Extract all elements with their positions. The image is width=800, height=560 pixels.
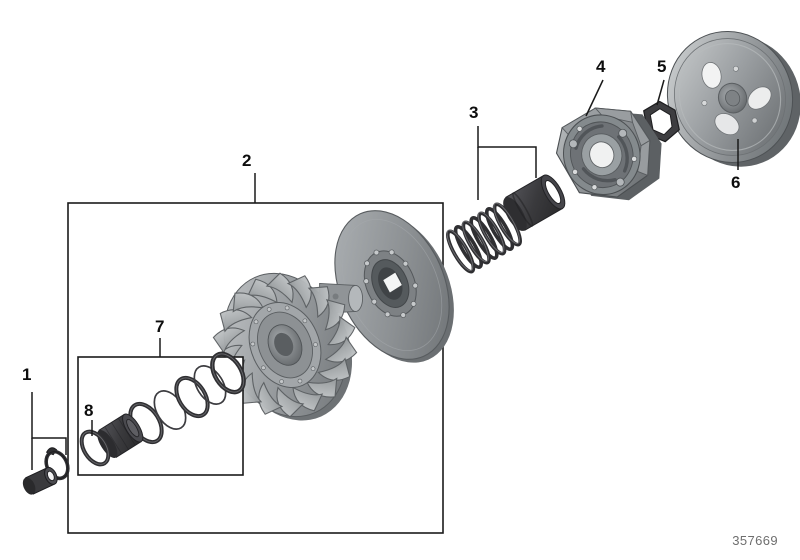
- leader-3: [477, 126, 537, 178]
- ring-kit-box: [77, 338, 244, 476]
- callout-4[interactable]: 4: [596, 57, 606, 76]
- callout-5[interactable]: 5: [657, 57, 667, 76]
- part-number-label: 357669: [732, 533, 778, 548]
- leader-lines: [31, 79, 739, 470]
- shaft-nut: [22, 466, 58, 495]
- callout-7[interactable]: 7: [155, 317, 165, 336]
- callout-1[interactable]: 1: [22, 365, 32, 384]
- variator-fan-pulley: [212, 272, 364, 421]
- movable-pulley-disc: [334, 210, 454, 363]
- callout-2[interactable]: 2: [242, 151, 252, 170]
- centrifugal-clutch-carrier: [555, 107, 662, 201]
- callout-3[interactable]: 3: [469, 103, 479, 122]
- callout-6[interactable]: 6: [731, 173, 741, 192]
- shim-ring-single: [79, 429, 111, 467]
- leader-4: [585, 79, 604, 117]
- guide-sleeve: [503, 174, 566, 231]
- leader-5: [656, 79, 665, 106]
- clutch-bell-housing: [666, 31, 800, 167]
- leader-1: [31, 392, 67, 455]
- variator-group-box: [67, 173, 444, 534]
- callout-8[interactable]: 8: [84, 401, 94, 420]
